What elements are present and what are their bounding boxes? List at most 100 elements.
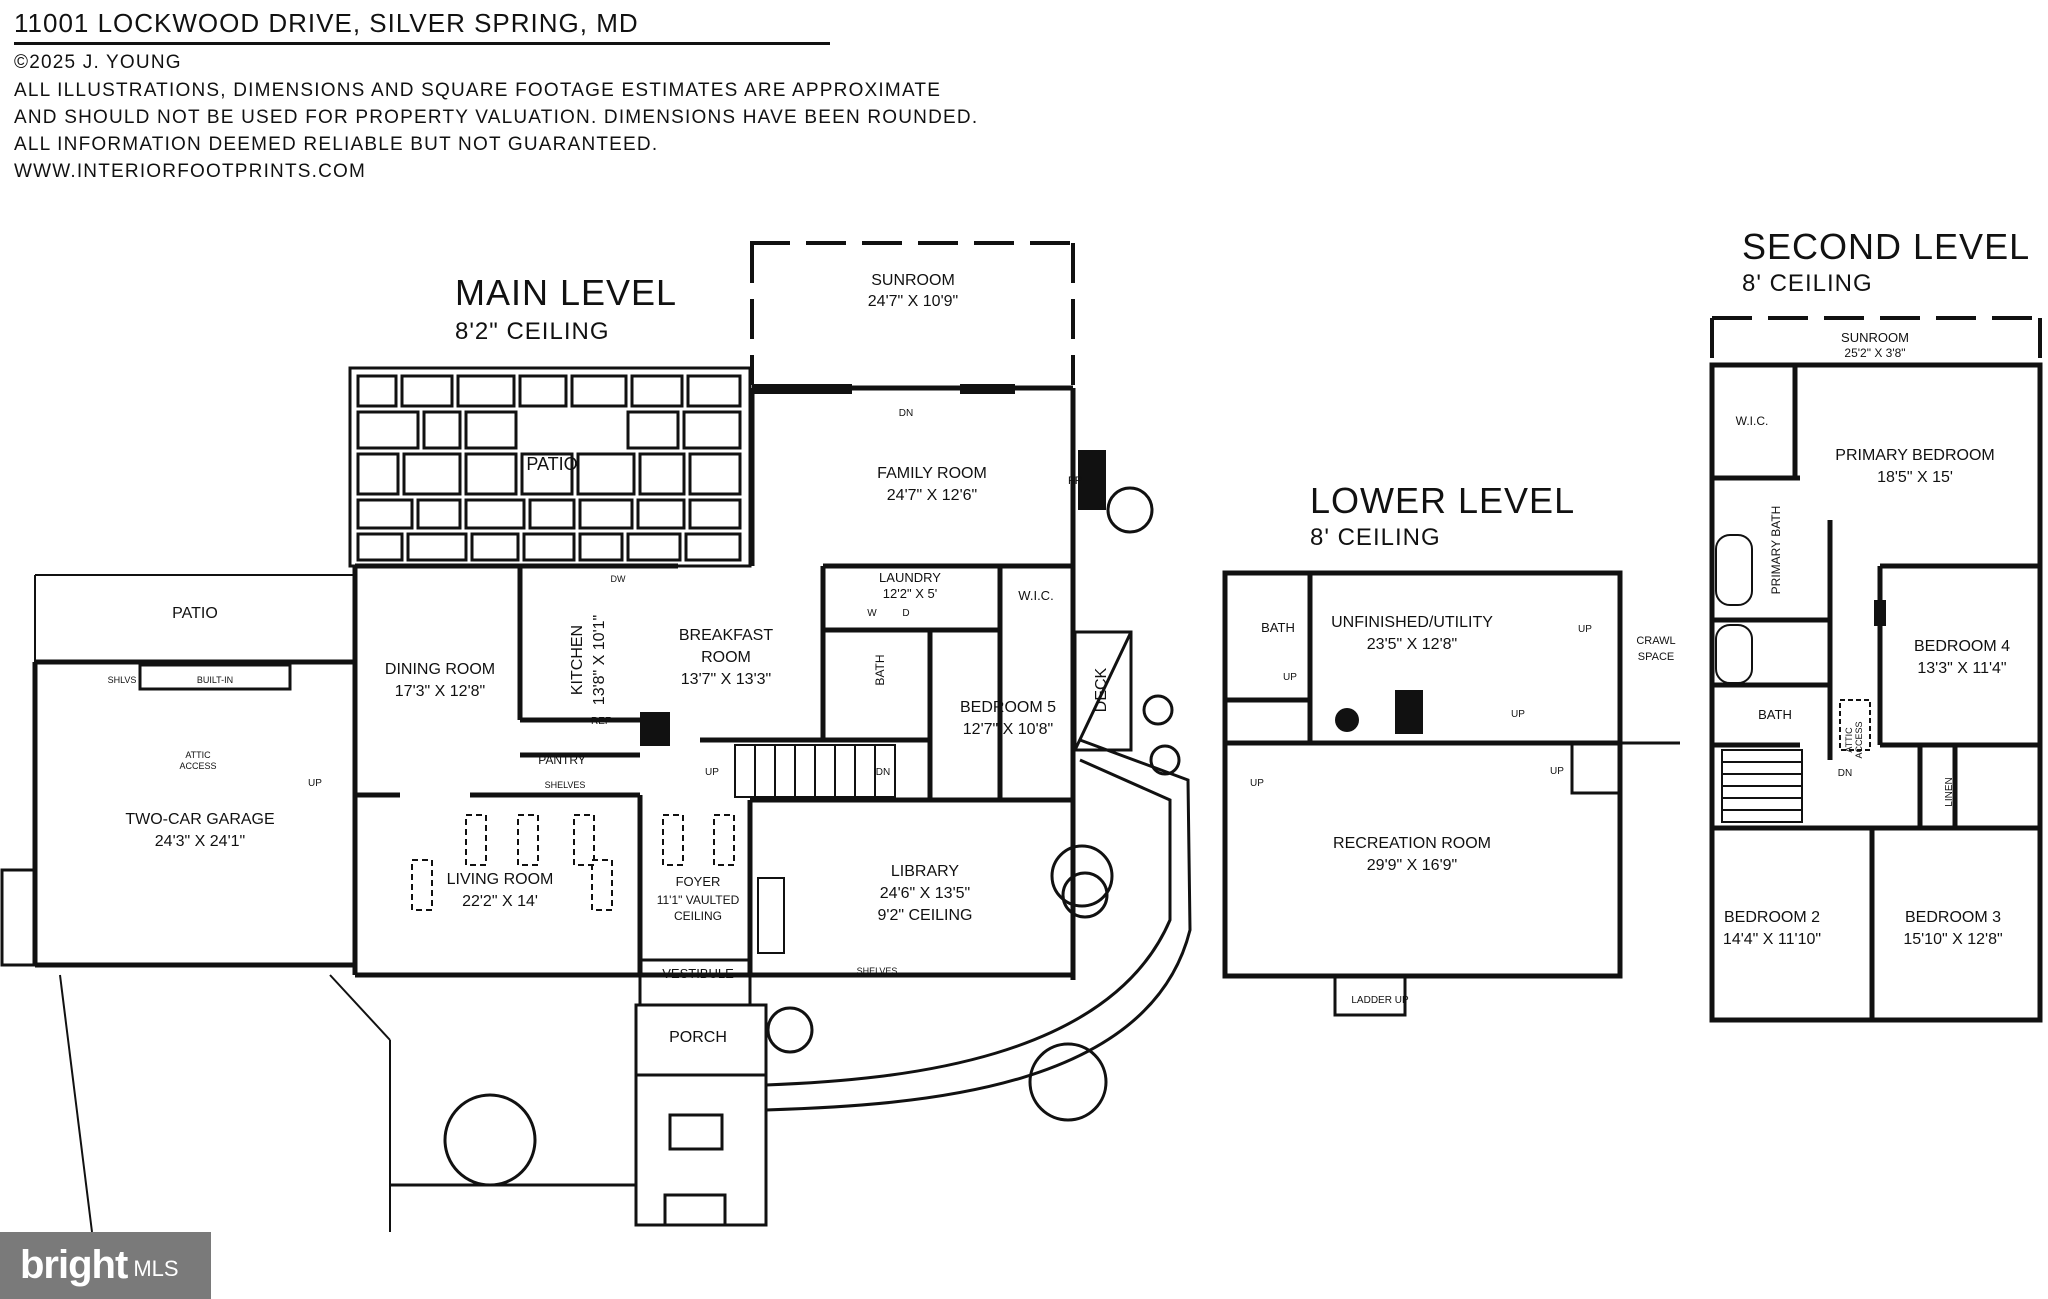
family-room-label: FAMILY ROOM [877,465,987,482]
second-wic-label: W.I.C. [1736,414,1769,428]
second-attic-label-1: ATTIC [1844,727,1854,753]
foyer-label: FOYER [676,874,721,889]
lower-up-label-1: UP [1578,624,1592,635]
address-title: 11001 LOCKWOOD DRIVE, SILVER SPRING, MD [14,8,639,38]
breakfast-dim: 13'7" X 13'3" [681,671,771,688]
sunroom-dim: 24'7" X 10'9" [868,293,958,310]
second-level-labels: SUNROOM 25'2" X 3'8" W.I.C. PRIMARY BEDR… [1723,330,2010,948]
garage-label: TWO-CAR GARAGE [125,811,274,828]
primary-bedroom-label: PRIMARY BEDROOM [1835,447,1994,464]
primary-bath-label: PRIMARY BATH [1769,506,1783,595]
second-level-plan [1709,362,2043,1023]
foyer-note-2: CEILING [674,909,722,923]
second-sunroom-dim: 25'2" X 3'8" [1844,346,1905,360]
disclaimer-line-2: AND SHOULD NOT BE USED FOR PROPERTY VALU… [14,107,979,128]
up-label: UP [705,767,719,778]
breakfast-label-1: BREAKFAST [679,627,773,644]
driveway [59,974,391,1233]
washer-label: W [867,608,877,619]
utility-label: UNFINISHED/UTILITY [1331,614,1493,631]
shlvs-label: SHLVS [108,675,137,685]
crawl-label-2: SPACE [1638,651,1674,663]
bedroom3-dim: 15'10" X 12'8" [1903,931,2002,948]
lower-level-fixtures [1335,690,1423,734]
patio-top-label: PATIO [526,454,577,474]
second-bath-label: BATH [1758,707,1792,722]
kitchen-label: KITCHEN [569,625,586,695]
breakfast-label-2: ROOM [701,649,751,666]
crawl-label-1: CRAWL [1636,635,1675,647]
built-in-label: BUILT-IN [197,675,233,685]
dining-room-label: DINING ROOM [385,661,495,678]
deck [1073,630,1133,752]
bath-label: BATH [873,654,887,685]
title-rule [14,42,830,45]
recreation-label: RECREATION ROOM [1333,835,1491,852]
second-attic-label-2: ACCESS [1854,721,1864,758]
main-level-title: MAIN LEVEL [455,272,678,313]
lower-up-label-5: UP [1250,778,1264,789]
second-stairs [1721,699,1871,823]
walkway-stones [765,738,1192,1112]
second-fixtures [1715,534,1753,684]
bedroom4-label: BEDROOM 4 [1914,638,2010,655]
second-wall-block [1874,600,1886,626]
garage-walls [0,659,355,968]
primary-bedroom-dim: 18'5" X 15' [1877,469,1953,486]
second-level-ceiling: 8' CEILING [1742,270,1873,297]
kitchen-dim: 13'8" X 10'1" [591,615,608,705]
shelves-label-library: SHELVES [857,966,898,976]
up-label-garage: UP [308,778,322,789]
bedroom4-dim: 13'3" X 11'4" [1917,660,2006,677]
foyer-note-1: 11'1" VAULTED [657,893,740,907]
second-sunroom-outline [1710,316,2042,365]
sunroom-outline [750,241,1075,385]
garage-dim: 24'3" X 24'1" [155,833,245,850]
lower-up-label-2: UP [1511,709,1525,720]
attic-label-2: ACCESS [179,761,216,771]
lower-up-label-3: UP [1550,766,1564,777]
ladder-label: LADDER UP [1351,995,1409,1006]
second-sunroom-label: SUNROOM [1841,330,1909,345]
skylights [411,814,735,911]
lower-level-ceiling: 8' CEILING [1310,524,1441,551]
trees [443,486,1181,1187]
dn-label-2: DN [876,767,890,778]
left-patio-outline [34,574,355,662]
disclaimer-line-3: ALL INFORMATION DEEMED RELIABLE BUT NOT … [14,134,659,155]
wic-label: W.I.C. [1018,588,1053,603]
laundry-dim: 12'2" X 5' [883,586,937,601]
main-walls [352,385,1076,980]
patio-left-label: PATIO [172,605,218,622]
recreation-dim: 29'9" X 16'9" [1367,857,1457,874]
fireplace-label: FP [1068,475,1082,487]
disclaimer-line-1: ALL ILLUSTRATIONS, DIMENSIONS AND SQUARE… [14,80,942,101]
dining-room-dim: 17'3" X 12'8" [395,683,485,700]
second-level-title: SECOND LEVEL [1742,226,2031,267]
library-dim: 24'6" X 13'5" [880,885,970,902]
lower-level-title: LOWER LEVEL [1310,480,1576,521]
second-dn-label: DN [1838,768,1852,779]
website: WWW.INTERIORFOOTPRINTS.COM [14,161,367,182]
bedroom3-label: BEDROOM 3 [1905,909,2001,926]
utility-dim: 23'5" X 12'8" [1367,636,1457,653]
bright-mls-logo: bright MLS [0,1232,211,1299]
wall-blocks [640,384,1106,746]
lower-level-plan [1222,570,1680,1017]
living-room-label: LIVING ROOM [447,871,554,888]
living-room-dim: 22'2" X 14' [462,893,538,910]
porch-area [390,958,768,1227]
dryer-label: D [902,608,909,619]
pantry-label: PANTRY [538,753,586,767]
bedroom5-label: BEDROOM 5 [960,699,1056,716]
sunroom-label: SUNROOM [871,272,955,289]
main-stairs [734,744,896,954]
library-label: LIBRARY [891,863,960,880]
ref-label: REF [591,716,611,727]
library-ceiling: 9'2" CEILING [878,907,973,924]
dishwasher-label: DW [611,574,626,584]
attic-label-1: ATTIC [185,750,211,760]
dn-label: DN [899,408,913,419]
shelves-label-pantry: SHELVES [545,780,586,790]
